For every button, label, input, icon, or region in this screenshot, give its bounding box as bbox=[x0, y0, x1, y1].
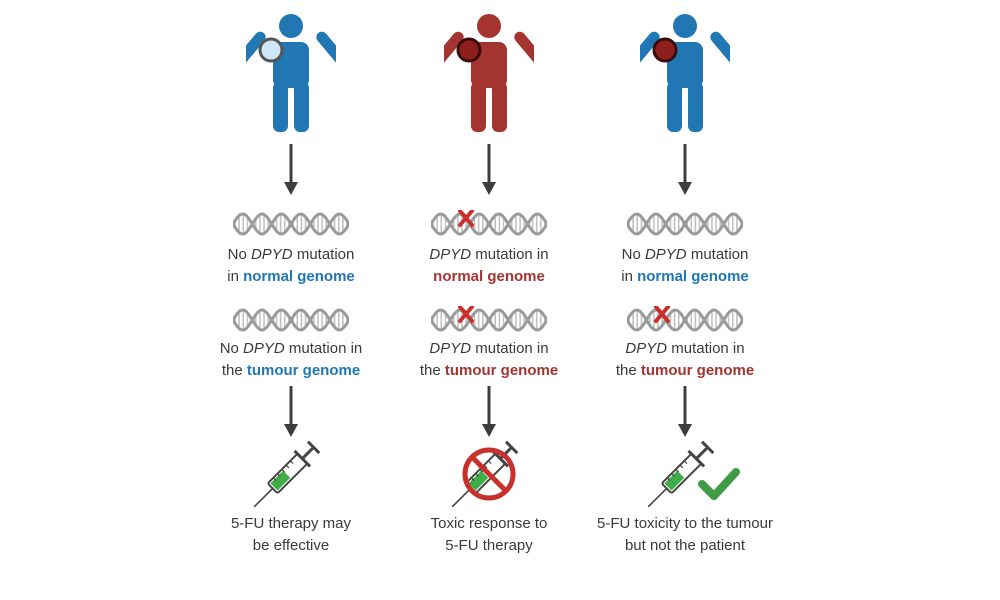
down-arrow-icon bbox=[482, 386, 496, 437]
dna-helix-icon bbox=[233, 212, 349, 236]
scenario-column-2: DPYD mutation in normal genome DPYD muta… bbox=[374, 0, 604, 600]
mutation-cross-icon bbox=[458, 306, 474, 323]
normal-genome-caption: No DPYD mutation in normal genome bbox=[621, 246, 749, 285]
dark-red-lens-icon bbox=[652, 37, 678, 63]
mutation-cross-icon bbox=[458, 210, 474, 227]
mutation-cross-icon bbox=[654, 306, 670, 323]
outcome-caption: 5-FU toxicity to the tumour but not the … bbox=[597, 515, 773, 554]
down-arrow-icon bbox=[284, 386, 298, 437]
syringe-icon bbox=[253, 440, 321, 508]
scenario-column-1: No DPYD mutation in normal genome No DPY… bbox=[176, 0, 406, 600]
scenario-column-3: No DPYD mutation in normal genome DPYD m… bbox=[570, 0, 800, 600]
down-arrow-icon bbox=[482, 144, 496, 195]
clear-magnifier-icon bbox=[258, 37, 284, 63]
mutated-dna-helix-icon bbox=[627, 306, 743, 332]
outcome-caption: 5-FU therapy may be effective bbox=[230, 515, 352, 554]
tumour-genome-caption: No DPYD mutation in the tumour genome bbox=[219, 340, 363, 379]
outcome-caption: Toxic response to 5-FU therapy bbox=[430, 515, 548, 554]
person-icon bbox=[444, 14, 534, 132]
tumour-genome-caption: DPYD mutation in the tumour genome bbox=[615, 340, 755, 379]
prohibited-icon bbox=[462, 447, 516, 501]
dna-helix-icon bbox=[233, 308, 349, 332]
mutated-dna-helix-icon bbox=[431, 306, 547, 332]
syringe-icon bbox=[647, 440, 715, 508]
checkmark-icon bbox=[698, 468, 740, 500]
dark-red-lens-icon bbox=[456, 37, 482, 63]
person-icon bbox=[640, 14, 730, 132]
down-arrow-icon bbox=[284, 144, 298, 195]
mutated-dna-helix-icon bbox=[431, 210, 547, 236]
normal-genome-caption: No DPYD mutation in normal genome bbox=[227, 246, 355, 285]
normal-genome-caption: DPYD mutation in normal genome bbox=[429, 246, 549, 285]
dna-helix-icon bbox=[627, 212, 743, 236]
tumour-genome-caption: DPYD mutation in the tumour genome bbox=[419, 340, 559, 379]
person-icon bbox=[246, 14, 336, 132]
down-arrow-icon bbox=[678, 386, 692, 437]
down-arrow-icon bbox=[678, 144, 692, 195]
